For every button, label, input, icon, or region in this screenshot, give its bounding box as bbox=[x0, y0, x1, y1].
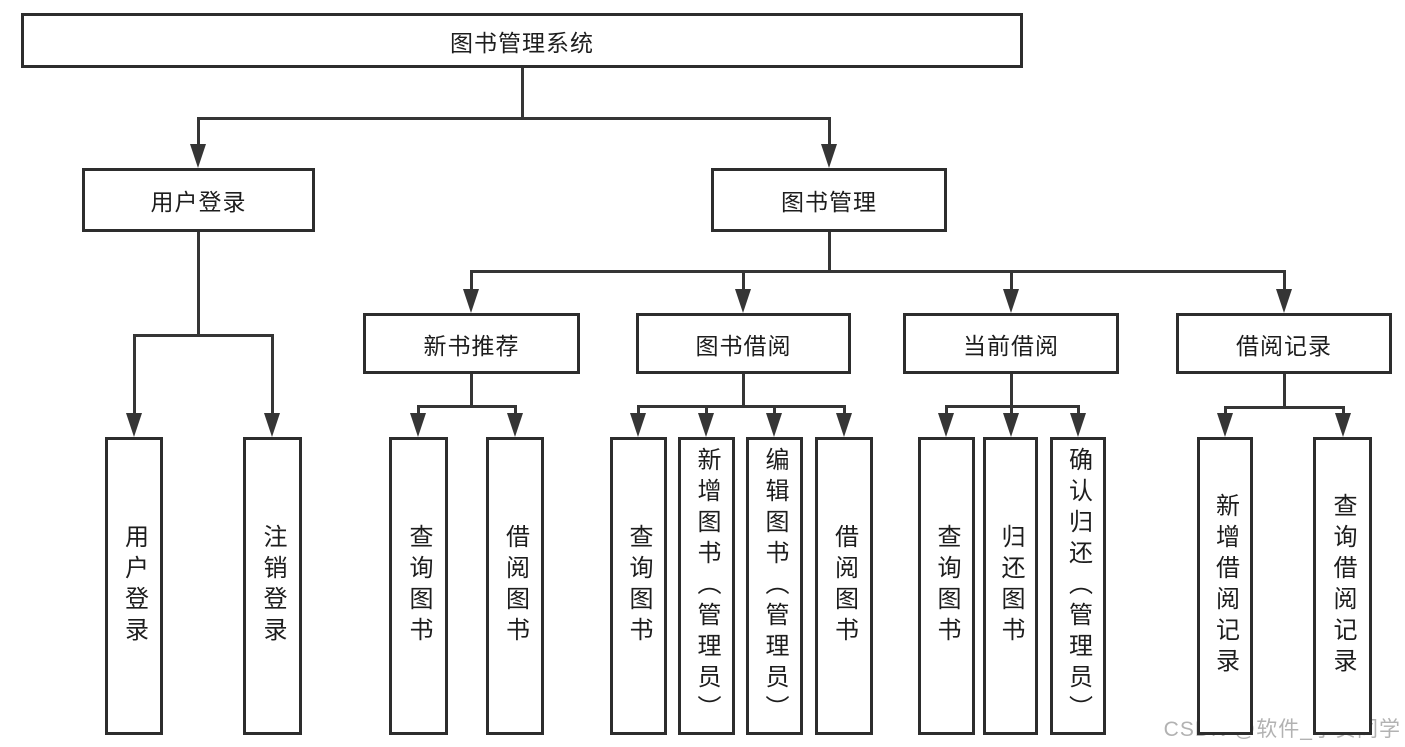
arrow-down-icon bbox=[766, 413, 782, 437]
arrow-down-icon bbox=[190, 144, 206, 168]
connector-vline bbox=[520, 66, 524, 120]
arrow-down-icon bbox=[1070, 413, 1086, 437]
arrow-down-icon bbox=[1276, 289, 1292, 313]
connector-vline bbox=[196, 232, 200, 336]
arrow-down-icon bbox=[630, 413, 646, 437]
connector-hline bbox=[469, 269, 1286, 273]
connector-vline bbox=[469, 374, 473, 408]
node-root: 图书管理系统 bbox=[21, 13, 1023, 68]
arrow-down-icon bbox=[938, 413, 954, 437]
connector-hline bbox=[132, 333, 274, 337]
arrow-down-icon bbox=[836, 413, 852, 437]
connector-vline bbox=[1282, 374, 1286, 409]
connector-vline bbox=[196, 118, 200, 154]
connector-vline bbox=[827, 118, 831, 154]
node-leaf-cb-return: 归还图书 bbox=[983, 437, 1038, 735]
arrow-down-icon bbox=[821, 144, 837, 168]
arrow-down-icon bbox=[463, 289, 479, 313]
arrow-down-icon bbox=[698, 413, 714, 437]
arrow-down-icon bbox=[1003, 289, 1019, 313]
arrow-down-icon bbox=[264, 413, 280, 437]
node-leaf-br-query: 查询借阅记录 bbox=[1313, 437, 1372, 735]
connector-vline bbox=[741, 271, 745, 299]
node-leaf-cb-query: 查询图书 bbox=[918, 437, 975, 735]
connector-vline bbox=[1009, 374, 1013, 408]
connector-vline bbox=[827, 232, 831, 273]
connector-vline bbox=[1009, 271, 1013, 299]
node-leaf-br-add: 新增借阅记录 bbox=[1197, 437, 1253, 735]
node-leaf-rec-query: 查询图书 bbox=[389, 437, 448, 735]
arrow-down-icon bbox=[1003, 413, 1019, 437]
arrow-down-icon bbox=[126, 413, 142, 437]
node-user-login: 用户登录 bbox=[82, 168, 315, 232]
node-current-borrow: 当前借阅 bbox=[903, 313, 1119, 374]
node-leaf-bb-add: 新增图书（管理员） bbox=[678, 437, 735, 735]
arrow-down-icon bbox=[1217, 413, 1233, 437]
node-leaf-bb-query: 查询图书 bbox=[610, 437, 667, 735]
node-leaf-cb-confirm: 确认归还（管理员） bbox=[1050, 437, 1106, 735]
node-borrow-records: 借阅记录 bbox=[1176, 313, 1392, 374]
node-leaf-bb-borrow: 借阅图书 bbox=[815, 437, 873, 735]
arrow-down-icon bbox=[410, 413, 426, 437]
connector-vline bbox=[741, 374, 745, 408]
connector-vline bbox=[270, 335, 274, 423]
arrow-down-icon bbox=[735, 289, 751, 313]
node-leaf-rec-borrow: 借阅图书 bbox=[486, 437, 544, 735]
connector-hline bbox=[1223, 405, 1345, 409]
arrow-down-icon bbox=[507, 413, 523, 437]
node-leaf-bb-edit: 编辑图书（管理员） bbox=[746, 437, 803, 735]
connector-vline bbox=[469, 271, 473, 299]
node-leaf-logout: 注销登录 bbox=[243, 437, 302, 735]
connector-vline bbox=[1282, 271, 1286, 299]
connector-hline bbox=[196, 116, 831, 120]
connector-hline bbox=[636, 404, 846, 408]
node-new-book-rec: 新书推荐 bbox=[363, 313, 580, 374]
node-book-borrow: 图书借阅 bbox=[636, 313, 851, 374]
node-leaf-user-login: 用户登录 bbox=[105, 437, 163, 735]
connector-hline bbox=[416, 404, 517, 408]
connector-vline bbox=[132, 335, 136, 423]
arrow-down-icon bbox=[1335, 413, 1351, 437]
node-book-mgmt: 图书管理 bbox=[711, 168, 947, 232]
